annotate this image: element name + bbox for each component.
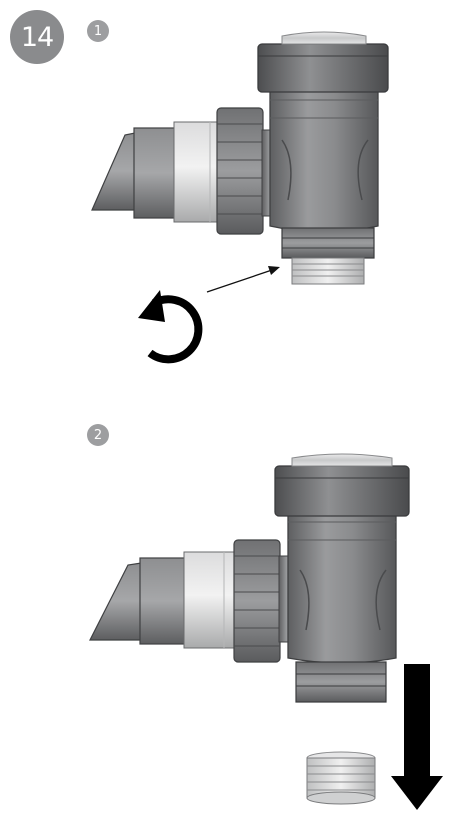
substep-badge-2: 2 [87, 424, 109, 446]
substep-badge-1: 1 [87, 20, 109, 42]
top-cap-2 [274, 465, 410, 517]
pipe-section-2 [183, 551, 239, 649]
down-arrow-icon [391, 664, 443, 810]
valve-assembly-1 [91, 31, 389, 285]
elbow-body-1 [133, 127, 177, 219]
valve-assembly-2 [89, 453, 410, 703]
elbow-end-1 [91, 131, 141, 211]
bottom-nut-1 [281, 227, 375, 259]
step-number-badge: 14 [10, 10, 64, 64]
removed-threaded-insert [306, 751, 376, 805]
elbow-end-2 [89, 561, 149, 641]
threaded-insert-1 [291, 257, 365, 285]
valve-body-1 [269, 77, 379, 233]
rotate-counterclockwise-icon [138, 290, 203, 364]
top-disc-1 [281, 31, 367, 45]
bottom-nut-2 [295, 661, 387, 703]
elbow-body-2 [139, 557, 189, 645]
pointer-arrow [206, 266, 280, 293]
top-disc-2 [291, 453, 393, 467]
union-nut-2 [233, 539, 281, 663]
union-nut-1 [216, 107, 264, 235]
pipe-section-1 [173, 121, 223, 223]
top-cap-1 [257, 43, 389, 93]
